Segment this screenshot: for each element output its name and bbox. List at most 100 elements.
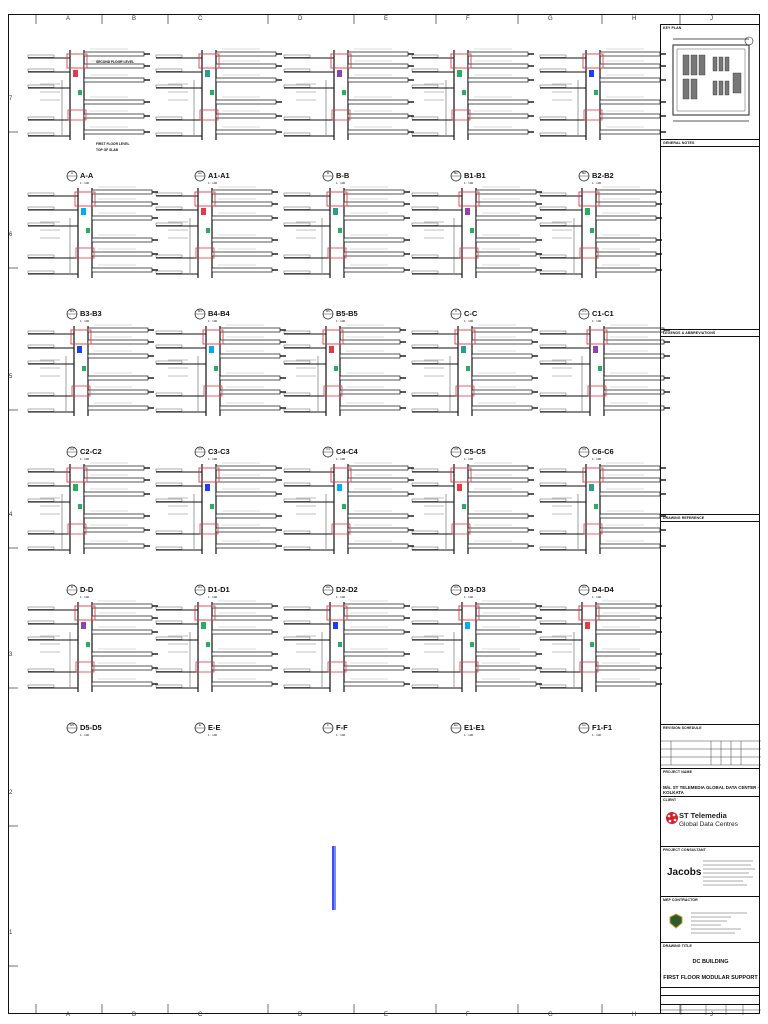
level-tag: [411, 392, 439, 396]
level-tag: [155, 84, 183, 88]
pipe-detail: [74, 605, 96, 621]
section-ref: D5: [70, 723, 74, 727]
legends-label: LEGENDS & ABBREVIATIONS: [663, 331, 716, 335]
level-tag: [155, 270, 183, 274]
cable-tray: [599, 99, 661, 105]
drawing-reference-box: DRAWING REFERENCE: [661, 514, 760, 724]
accent-pipe: [81, 208, 86, 215]
cable-tray: [599, 63, 661, 69]
section-ref: C1: [582, 309, 586, 313]
accent-pipe: [73, 70, 78, 77]
section-scale: 1 : 100: [336, 733, 346, 737]
cable-tray: [83, 99, 145, 105]
level-tag: [155, 254, 183, 258]
level-tag: [155, 192, 183, 196]
accent-pipe: [209, 346, 214, 353]
cable-tray: [215, 129, 277, 135]
cable-tray: [467, 63, 529, 69]
pipe-detail: [198, 53, 220, 69]
level-annotation: SECOND FLOOR LEVEL: [96, 60, 135, 64]
accent-pipe: [594, 504, 598, 509]
section-title: A-A: [80, 171, 94, 180]
section-scale: 1 : 100: [80, 595, 90, 599]
level-tag: [411, 668, 439, 672]
cable-tray: [603, 339, 665, 345]
cable-tray: [211, 603, 273, 609]
level-tag: [411, 330, 439, 334]
level-tag: [283, 270, 311, 274]
drawing-title-line-1: DC BUILDING: [692, 959, 729, 965]
accent-pipe: [465, 208, 470, 215]
grid-column-label: C: [198, 16, 203, 22]
cable-tray: [603, 353, 665, 359]
pipe-detail: [579, 247, 599, 259]
accent-pipe: [466, 366, 470, 371]
level-tag: [411, 54, 439, 58]
pipe-detail: [199, 523, 219, 535]
general-notes-box: GENERAL NOTES: [661, 139, 760, 329]
level-tag: [539, 132, 567, 136]
cable-tray: [467, 113, 529, 119]
cable-tray: [339, 375, 401, 381]
section-scale: 1 : 100: [80, 181, 90, 185]
level-tag: [283, 684, 311, 688]
accent-pipe: [470, 228, 474, 233]
cable-tray: [215, 477, 277, 483]
pipe-detail: [74, 191, 96, 207]
cable-tray: [475, 603, 537, 609]
pipe-detail: [331, 109, 351, 121]
cable-tray: [603, 389, 665, 395]
project-name-box: PROJECT NAME M/s. ST TELEMEDIA GLOBAL DA…: [661, 768, 760, 796]
level-tag: [539, 636, 567, 640]
revision-schedule-box: REVISION SCHEDULE: [661, 724, 761, 768]
section-scale: 1 : 100: [336, 181, 346, 185]
pipe-detail: [586, 329, 608, 345]
cable-tray: [467, 513, 529, 519]
cable-tray: [595, 681, 657, 687]
cable-tray: [215, 63, 277, 69]
section-title: C1-C1: [592, 309, 614, 318]
general-notes-label: GENERAL NOTES: [663, 141, 695, 145]
section-ref: B4: [198, 309, 202, 313]
level-tag: [283, 344, 311, 348]
cable-tray: [215, 465, 277, 471]
cable-tray: [83, 465, 145, 471]
accent-pipe: [81, 622, 86, 629]
level-tag: [155, 468, 183, 472]
cable-tray: [219, 375, 281, 381]
level-tag: [539, 668, 567, 672]
section-scale: 1 : 100: [592, 733, 602, 737]
pipe-detail: [75, 661, 95, 673]
cable-tray: [91, 665, 153, 671]
level-tag: [411, 344, 439, 348]
level-tag: [539, 468, 567, 472]
cable-tray: [467, 465, 529, 471]
cable-tray: [475, 215, 537, 221]
level-tag: [155, 392, 183, 396]
section-scale: 1 : 100: [208, 733, 218, 737]
cable-tray: [83, 491, 145, 497]
cable-tray: [343, 681, 405, 687]
project-name: M/s. ST TELEMEDIA GLOBAL DATA CENTER - K…: [663, 785, 760, 795]
section-scale: 1 : 100: [208, 595, 218, 599]
cable-tray: [475, 237, 537, 243]
level-tag: [27, 498, 55, 502]
pipe-detail: [326, 605, 348, 621]
cable-tray: [343, 251, 405, 257]
cable-tray: [475, 201, 537, 207]
accent-pipe: [206, 642, 210, 647]
grid-column-label: H: [632, 1012, 637, 1018]
pipe-detail: [66, 467, 88, 483]
cable-tray: [467, 51, 529, 57]
cable-tray: [595, 251, 657, 257]
drawing-title-label: DRAWING TITLE: [663, 944, 692, 948]
accent-pipe: [78, 504, 82, 509]
level-tag: [283, 636, 311, 640]
cable-tray: [347, 77, 409, 83]
section-title: D1-D1: [208, 585, 230, 594]
cable-tray: [91, 251, 153, 257]
pipe-detail: [578, 191, 600, 207]
cable-tray: [467, 477, 529, 483]
level-tag: [411, 206, 439, 210]
level-tag: [539, 408, 567, 412]
